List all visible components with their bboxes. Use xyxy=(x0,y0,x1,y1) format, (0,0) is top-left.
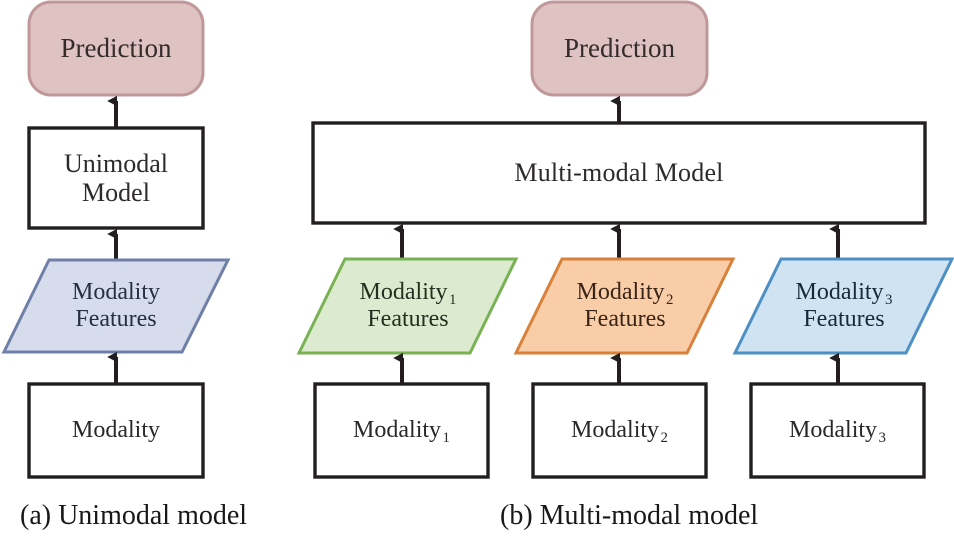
panel-a-caption: (a) Unimodal model xyxy=(20,500,248,531)
panel-b-features-3-parallelogram xyxy=(732,257,954,355)
panel-a-prediction-box xyxy=(27,0,205,97)
panel-b-modality-2-box xyxy=(531,382,708,479)
panel-a-model-box xyxy=(27,126,205,230)
panel-a-modality-box xyxy=(27,382,205,479)
panel-b-features-2-parallelogram xyxy=(513,257,736,355)
panel-a-features-parallelogram xyxy=(1,258,231,354)
panel-b-caption: (b) Multi-modal model xyxy=(500,500,759,531)
panel-b-features-1-parallelogram xyxy=(296,257,519,355)
panel-b-modality-3-box xyxy=(749,382,926,479)
panel-b-modality-1-box xyxy=(313,382,490,479)
panel-b-model-box xyxy=(311,121,927,225)
panel-b-prediction-box xyxy=(530,0,709,97)
